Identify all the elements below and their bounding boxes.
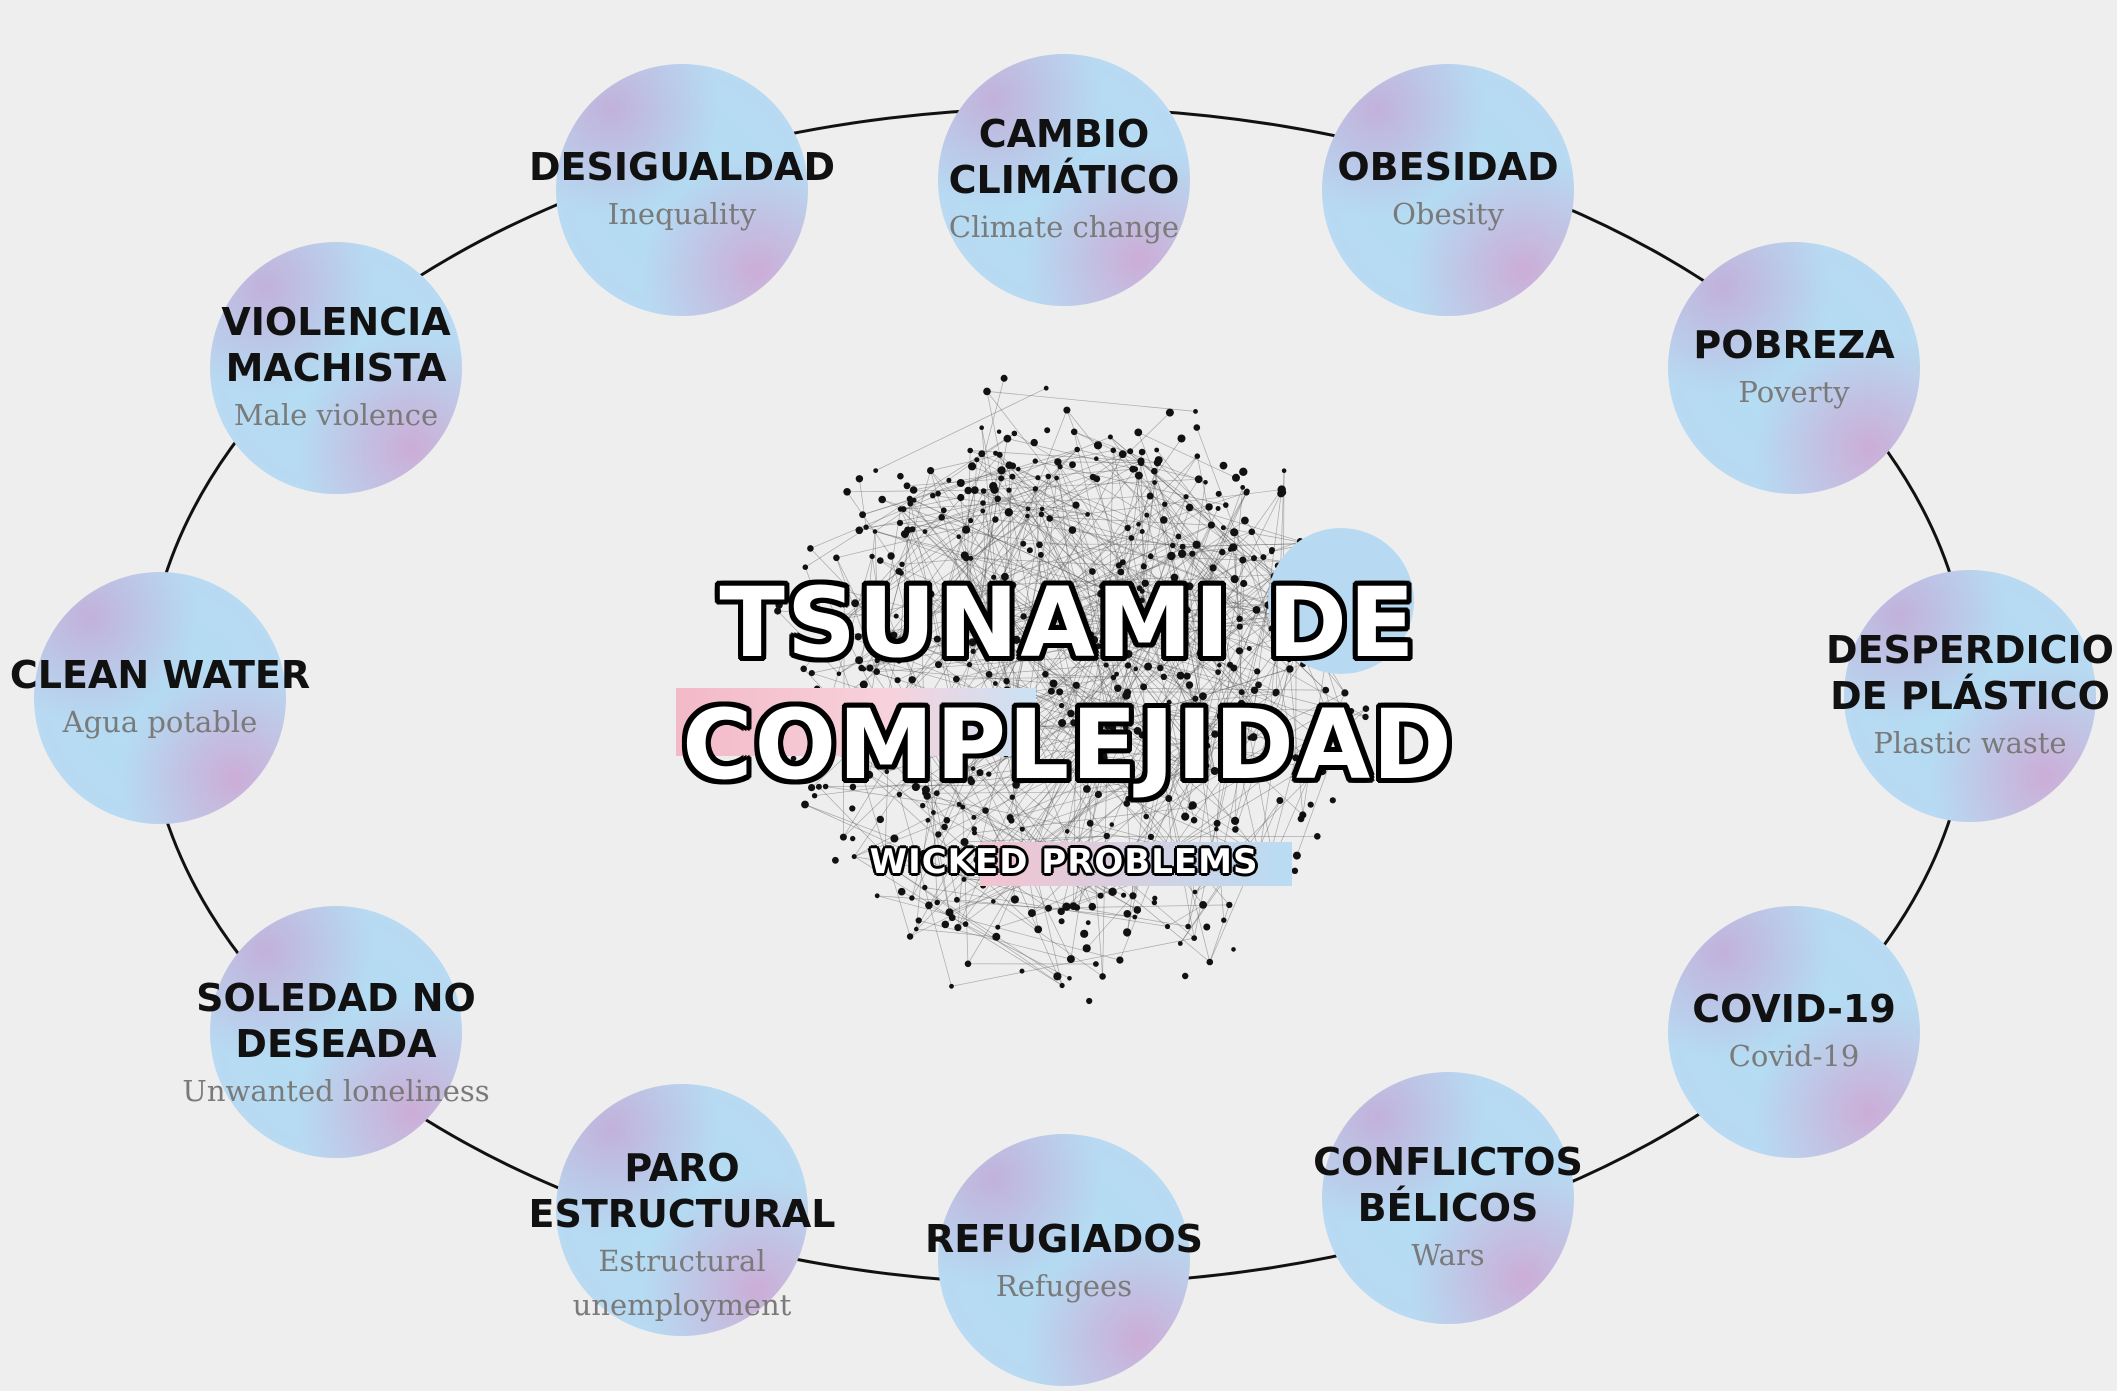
problem-label: OBESIDAD Obesity: [1337, 144, 1558, 236]
problem-name-en: Wars: [1411, 1238, 1485, 1272]
problem-label: REFUGIADOS Refugees: [925, 1216, 1203, 1308]
problem-name-en: Climate change: [948, 210, 1180, 244]
problem-name-en: Plastic waste: [1873, 726, 2067, 760]
problem-label: DESPERDICIO DE PLÁSTICO Plastic waste: [1826, 627, 2114, 765]
problem-circle: [938, 54, 1190, 306]
problem-label: VIOLENCIA MACHISTA Male violence: [221, 299, 450, 437]
problem-label: PARO ESTRUCTURAL Estructural unemployment: [529, 1145, 836, 1327]
problem-name-es: SOLEDAD NO DESEADA: [196, 976, 476, 1066]
problem-circle: [556, 64, 808, 316]
problem-name-en: Refugees: [995, 1269, 1133, 1303]
problem-label: POBREZA Poverty: [1693, 322, 1894, 414]
problem-circle: [556, 1084, 808, 1336]
problem-circle: [210, 906, 462, 1158]
problem-name-es: DESIGUALDAD: [528, 145, 836, 189]
problem-circle: [34, 572, 286, 824]
problem-name-es: DESPERDICIO DE PLÁSTICO: [1826, 628, 2114, 718]
problem-name-es: PARO ESTRUCTURAL: [528, 1146, 836, 1236]
problem-name-es: CAMBIO CLIMÁTICO: [948, 112, 1180, 202]
problem-name-es: CONFLICTOS BÉLICOS: [1313, 1140, 1583, 1230]
problem-label: CLEAN WATER Agua potable: [10, 652, 310, 744]
problem-name-en: Estructural unemployment: [572, 1244, 792, 1322]
problem-name-en: Agua potable: [62, 705, 258, 739]
problem-name-es: COVID-19: [1692, 987, 1896, 1031]
problem-name-en: Poverty: [1738, 375, 1850, 409]
problem-circle: [210, 242, 462, 494]
problem-circle: [1668, 242, 1920, 494]
problem-circle: [1322, 64, 1574, 316]
problem-circle: [1322, 1072, 1574, 1324]
problem-circle: [1844, 570, 2096, 822]
problem-name-es: CLEAN WATER: [9, 653, 311, 697]
problem-name-es: POBREZA: [1693, 323, 1895, 367]
problem-name-es: OBESIDAD: [1337, 145, 1559, 189]
problem-circle: [1668, 906, 1920, 1158]
problem-name-en: Obesity: [1392, 197, 1504, 231]
problem-label: CAMBIO CLIMÁTICO Climate change: [949, 111, 1180, 249]
problem-name-en: Unwanted loneliness: [182, 1074, 490, 1108]
problem-name-es: VIOLENCIA MACHISTA: [221, 300, 451, 390]
problem-name-en: Male violence: [233, 398, 439, 432]
problem-name-en: Inequality: [607, 197, 757, 231]
problem-name-es: REFUGIADOS: [925, 1217, 1203, 1261]
problem-label: SOLEDAD NO DESEADA Unwanted loneliness: [182, 975, 489, 1113]
problem-label: CONFLICTOS BÉLICOS Wars: [1313, 1139, 1583, 1277]
problem-name-en: Covid-19: [1728, 1039, 1860, 1073]
problem-circle: [938, 1134, 1190, 1386]
problem-label: DESIGUALDAD Inequality: [529, 144, 835, 236]
